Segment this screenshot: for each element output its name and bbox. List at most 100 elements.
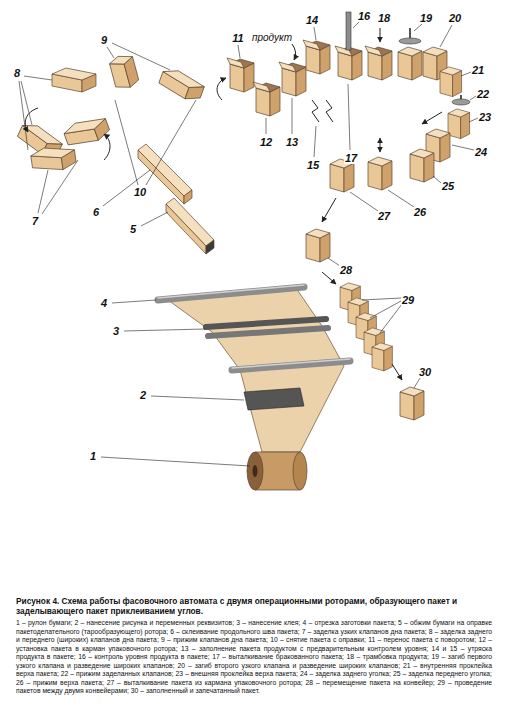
leader-line [314,126,316,157]
callout-number: 20 [448,13,462,24]
leader-line [103,170,150,206]
callout-number: 17 [344,153,358,164]
packets [15,40,470,420]
callout-number: 30 [418,367,432,378]
motion-arrows [25,28,442,380]
product-label: продукт [251,33,293,43]
press-disk [452,99,470,105]
leader-line [314,27,316,40]
callout-number: 12 [259,137,273,148]
leader-line [353,22,359,28]
packet [398,47,422,80]
callout-number: 2 [139,390,147,401]
vibration-mark [326,100,333,122]
glue-roller [206,319,326,327]
leader-line [266,118,267,134]
callout-number: 16 [357,11,371,22]
motion-arrow [422,112,442,124]
roller-highlight [232,359,350,368]
leader-line [112,300,156,303]
leader-line [440,25,452,47]
leader-line [350,192,378,211]
callout-number: 5 [129,224,137,235]
packet [52,68,96,92]
callout-number: 22 [476,89,490,100]
roller-highlight [158,285,304,298]
figure-caption: Рисунок 4. Схема работы фасовочного авто… [16,596,492,616]
callout-number: 14 [305,15,319,26]
packet [365,46,392,80]
callout-number: 4 [100,298,108,309]
packet [448,109,470,139]
paper-roll-face [247,452,263,490]
leader-line [112,43,170,70]
leader-line [146,100,196,185]
leader-line [38,170,48,213]
callout-number: 9 [100,35,108,46]
leader-line [107,47,114,58]
guide-roller [232,361,350,370]
leader-line [380,304,402,333]
paper-feed [158,285,350,490]
paper-roll-core [253,465,258,477]
callout-number: 21 [471,65,485,76]
leader-line [141,212,168,226]
packet [335,46,362,80]
product-arrow [292,44,296,60]
press-arrow [380,138,381,152]
callout-number: 10 [133,187,147,198]
tamp-arrow [380,28,381,42]
callout-number: 8 [13,68,21,79]
callout-number: 3 [112,326,120,337]
packet [303,40,330,74]
packet [62,113,112,151]
packet [400,387,424,420]
leader-line [124,329,205,331]
callout-number: 27 [377,211,391,222]
callout-number: 18 [377,13,391,24]
leader-line [42,160,78,214]
callout-number: 29 [401,295,415,306]
leader-line [414,378,420,388]
leader-line [292,98,293,134]
print-unit [244,388,304,410]
callout-number: 28 [339,265,353,276]
motion-arrow [322,198,336,222]
leader-line [362,298,401,300]
callout-number: 1 [89,451,97,462]
leader-line [101,457,250,466]
packet [108,53,140,91]
leader-line [238,45,240,58]
paper-roll-end [293,452,307,490]
callout-number: 19 [419,13,433,24]
cutting-roller [158,287,304,300]
packet [253,82,280,116]
leader-line [433,176,441,183]
packet [227,58,254,92]
leader-line [151,396,244,400]
leader-line [348,84,350,150]
callout-number: 24 [474,147,488,158]
folding-disk [399,38,421,44]
glue-roller [208,328,328,336]
level-probe [346,12,351,50]
leader-lines [19,22,478,466]
leader-line [469,118,478,122]
packet [410,149,434,182]
callout-number: 13 [285,137,299,148]
packet [330,159,354,192]
callout-number: 7 [31,216,39,227]
packet [306,229,330,262]
leader-line [19,81,28,150]
packet [157,66,207,104]
motion-arrow [392,364,402,380]
leader-line [21,81,32,125]
packet [368,157,392,190]
leader-line [452,145,474,150]
packet [279,62,306,96]
legend-list: 1 – рулон бумаги; 2 – нанесение рисунка … [16,619,492,696]
leader-line [461,72,471,76]
leader-line [24,76,52,80]
leader-line [370,301,401,318]
